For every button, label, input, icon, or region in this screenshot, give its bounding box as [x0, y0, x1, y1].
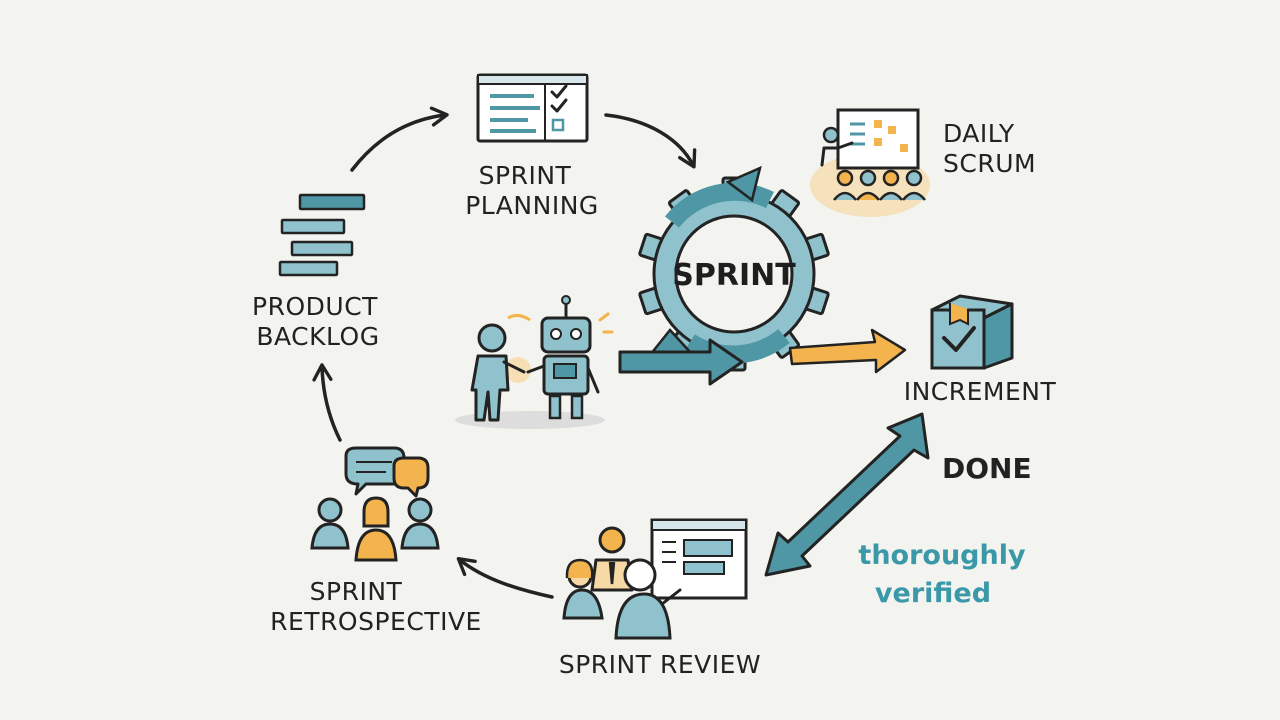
arrow-sprint-to-increment: [788, 328, 907, 374]
arrow-to-sprint: [618, 338, 744, 386]
sprint-planning-label-line1: SPRINT: [479, 161, 572, 190]
increment-label: INCREMENT: [904, 377, 1057, 406]
checked-box-package-icon: [930, 294, 1014, 370]
done-label: DONE: [942, 452, 1032, 485]
presentation-review-icon: [562, 518, 748, 640]
kanban-board-meeting-icon: [810, 108, 930, 217]
arrow-backlog-to-planning: [350, 106, 449, 172]
checklist-icon: [476, 73, 589, 143]
arrow-increment-review: [764, 412, 930, 577]
product-backlog-label-line1: PRODUCT: [252, 292, 378, 321]
verified-note-line2: verified: [875, 578, 991, 609]
daily-scrum-label-line1: DAILY: [943, 119, 1015, 148]
sprint-review-label: SPRINT REVIEW: [559, 650, 761, 679]
gear-cycle-icon: [638, 165, 830, 372]
chat-bubbles-team-icon: [310, 446, 440, 562]
stacked-backlog-icon: [278, 193, 366, 277]
arrow-retro-to-backlog: [312, 363, 342, 442]
verified-note-line1: thoroughly: [858, 540, 1026, 571]
sprint-label: SPRINT: [672, 258, 796, 293]
arrow-review-to-retro: [456, 557, 554, 599]
sprint-retrospective-label-line2: RETROSPECTIVE: [270, 607, 482, 636]
product-backlog-label-line2: BACKLOG: [256, 322, 379, 351]
daily-scrum-label-line2: SCRUM: [943, 149, 1036, 178]
human-robot-handshake-icon: [455, 295, 614, 429]
arrow-planning-to-sprint: [604, 113, 697, 169]
sprint-planning-label-line2: PLANNING: [465, 191, 599, 220]
sprint-retrospective-label-line1: SPRINT: [310, 577, 403, 606]
